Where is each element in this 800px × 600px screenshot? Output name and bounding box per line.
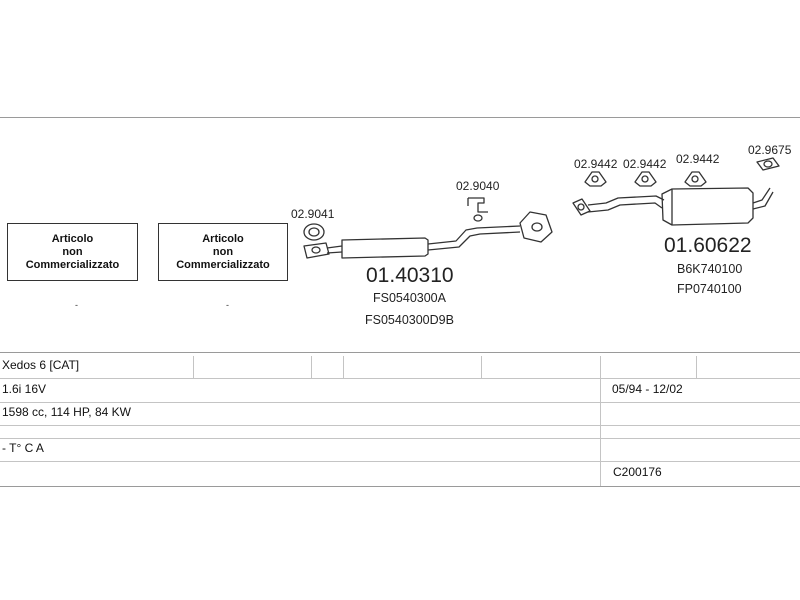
unavailable-line2: non: [62, 246, 83, 258]
table-column-divider: [481, 356, 482, 378]
middle-silencer-ref2: FS0540300D9B: [365, 313, 454, 327]
part-code-rear-mount: 02.9442: [623, 157, 667, 171]
table-column-divider: [193, 356, 194, 378]
middle-silencer-drawing: [326, 211, 553, 259]
top-rule: [0, 117, 800, 118]
table-column-divider: [311, 356, 312, 378]
vehicle-body: - T° C A: [2, 441, 44, 455]
part-code-front-gasket: 02.9041: [291, 207, 335, 221]
rear-mount-icon: [634, 171, 657, 187]
table-row-divider: [0, 378, 800, 379]
table-column-divider: [343, 356, 344, 378]
table-column-divider: [696, 356, 697, 378]
table-row-divider: [0, 425, 800, 426]
table-bottom-rule: [0, 486, 800, 487]
vehicle-years: 05/94 - 12/02: [612, 382, 683, 396]
table-column-divider: [600, 356, 601, 486]
rear-silencer-ref2: FP0740100: [677, 282, 742, 296]
unavailable-line3: Commercializzato: [176, 259, 270, 271]
parts-drawing: 02.9041 02.9040 01.40310 FS0540300A FS05…: [291, 143, 792, 327]
unavailable-item-box: Articolo non Commercializzato: [158, 223, 288, 281]
catalog-code: C200176: [613, 465, 662, 479]
table-row-divider: [0, 402, 800, 403]
part-code-rear-gasket: 02.9675: [748, 143, 792, 157]
rear-silencer-drawing: [572, 187, 774, 226]
front-gasket-icon: [303, 223, 325, 241]
rear-silencer-code: 01.60622: [664, 234, 752, 257]
unavailable-item-box: Articolo non Commercializzato: [7, 223, 138, 281]
middle-hanger-icon: [467, 197, 488, 222]
vehicle-model: Xedos 6 [CAT]: [2, 358, 80, 372]
vehicle-specs: 1598 cc, 114 HP, 84 KW: [2, 405, 131, 419]
table-row-divider: [0, 438, 800, 439]
unavailable-mark: -: [75, 300, 78, 310]
middle-silencer-ref1: FS0540300A: [373, 291, 447, 305]
unavailable-line3: Commercializzato: [25, 259, 120, 271]
rear-gasket-icon: [756, 157, 780, 171]
part-code-rear-mount: 02.9442: [676, 152, 720, 166]
unavailable-line1: Articolo: [202, 233, 244, 245]
unavailable-line1: Articolo: [51, 233, 94, 245]
part-code-middle-hanger: 02.9040: [456, 179, 500, 193]
table-row-divider: [0, 461, 800, 462]
rear-mount-icon: [684, 171, 707, 187]
middle-silencer-code: 01.40310: [366, 264, 454, 287]
front-flange-icon: [303, 242, 330, 259]
rear-mount-icon: [584, 171, 607, 187]
vehicle-engine: 1.6i 16V: [2, 382, 47, 396]
unavailable-line2: non: [212, 246, 234, 258]
part-code-rear-mount: 02.9442: [574, 157, 618, 171]
divider-rule: [0, 352, 800, 353]
unavailable-mark: -: [226, 300, 229, 310]
rear-silencer-ref1: B6K740100: [677, 262, 742, 276]
